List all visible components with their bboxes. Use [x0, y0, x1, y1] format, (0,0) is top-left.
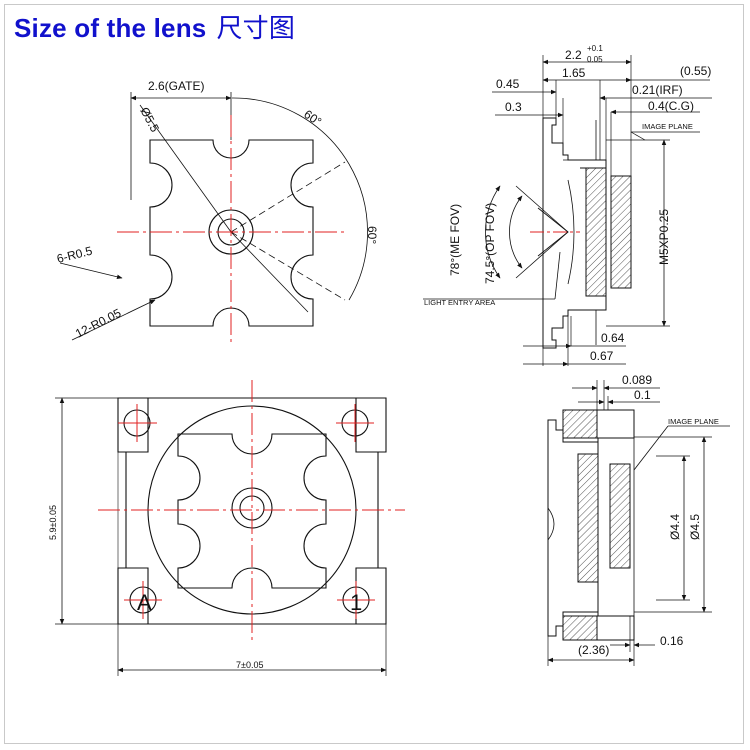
section-holder-bottom-hatch: [562, 615, 598, 641]
holder-centerlines: [98, 380, 405, 640]
side-0-55-label: (0.55): [680, 64, 711, 78]
holder-corner-bl: [126, 567, 149, 624]
section-holder-top-hatch: [562, 409, 598, 439]
section-labels: 0.089 0.1 IMAGE PLANE Ø4.4 Ø4.5 0.16 (2.…: [578, 373, 719, 657]
side-tol-plus-label: +0.1: [587, 44, 603, 53]
holder-lens-outline: [177, 433, 327, 589]
section-view: [547, 380, 730, 666]
front-radius-b-label: 12-R0.05: [73, 306, 124, 341]
side-0-4-label: 0.4(C.G): [648, 99, 694, 113]
side-image-plane-label: IMAGE PLANE: [642, 122, 693, 131]
holder-width-label: 7±0.05: [236, 660, 263, 670]
side-fov-op-label: 74.5°(OP FOV): [483, 203, 497, 284]
holder-view: [55, 397, 387, 676]
side-0-45-label: 0.45: [496, 77, 520, 91]
side-irf-filter: [585, 167, 607, 297]
side-0-64-label: 0.64: [601, 331, 625, 345]
side-thread-label: M5XP0.25: [657, 209, 671, 265]
front-angle-side-label: 60°: [365, 226, 379, 244]
title-cn: 尺寸图: [216, 13, 296, 43]
front-centerlines: [117, 115, 345, 345]
side-view: [423, 55, 712, 367]
side-0-67-label: 0.67: [590, 349, 614, 363]
section-0-089-label: 0.089: [622, 373, 652, 387]
side-thread: [563, 120, 600, 345]
section-0-1-label: 0.1: [634, 388, 651, 402]
section-d-4-4-label: Ø4.4: [668, 514, 682, 540]
front-gate-label: 2.6(GATE): [148, 79, 204, 93]
side-lens-body: [542, 117, 607, 349]
front-radius-a-label: 6-R0.5: [55, 244, 94, 266]
side-labels: 2.2 +0.1 0.05 1.65 (0.55) 0.45 0.21(IRF)…: [424, 44, 711, 363]
section-0-16-label: 0.16: [660, 634, 684, 648]
page-title: Size of the lens 尺寸图: [14, 8, 295, 45]
front-angle-top-label: 60°: [301, 107, 324, 129]
side-0-21-label: 0.21(IRF): [632, 83, 683, 97]
holder-height-label: 5.9±0.05: [48, 505, 58, 540]
front-lens-outline: [149, 139, 314, 327]
section-cover-glass: [609, 463, 631, 569]
section-d-4-5-label: Ø4.5: [688, 514, 702, 540]
side-0-3-label: 0.3: [505, 100, 522, 114]
side-2-2-label: 2.2: [565, 48, 582, 62]
holder-corner-tr: [355, 398, 378, 453]
front-view: [59, 92, 368, 341]
front-labels: 2.6(GATE) Ø5.5 60° 60° 6-R0.5 12-R0.05: [55, 79, 379, 341]
side-tol-minus-label: 0.05: [587, 55, 603, 64]
section-2-36-label: (2.36): [578, 643, 609, 657]
section-irf-filter: [577, 453, 599, 583]
title-en: Size of the lens: [14, 13, 207, 43]
holder-mark-1: 1: [350, 590, 362, 615]
side-light-entry-label: LIGHT ENTRY AREA: [424, 298, 495, 307]
holder-mark-a: A: [137, 590, 152, 615]
side-1-65-label: 1.65: [562, 66, 586, 80]
side-fov-me-label: 78°(ME FOV): [448, 204, 462, 276]
section-image-plane-label: IMAGE PLANE: [668, 417, 719, 426]
drawing-frame: [4, 4, 744, 744]
side-cover-glass: [610, 175, 632, 289]
holder-labels: 5.9±0.05 7±0.05 A 1: [48, 505, 362, 670]
